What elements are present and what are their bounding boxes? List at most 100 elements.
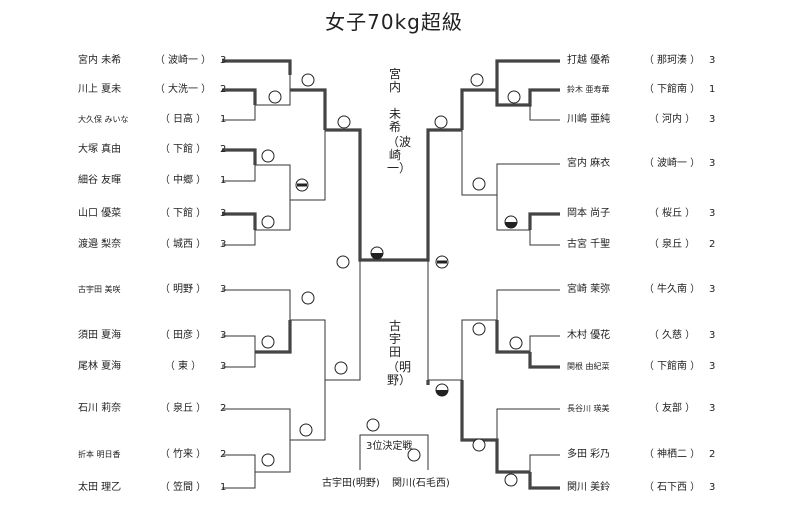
bracket-line [255, 200, 291, 231]
winner-school: （波崎一） [387, 135, 412, 175]
player-name: 長谷川 瑛美 [567, 404, 610, 413]
player-name: 川嶋 亜純 [567, 114, 611, 125]
match-marker [509, 336, 523, 350]
player-name: 山口 優菜 [78, 208, 122, 219]
player-school: （ 下館南 ） [643, 361, 701, 372]
player-seed: 2 [220, 449, 227, 460]
bracket-line [255, 130, 326, 201]
player-seed: 3 [220, 239, 227, 250]
player-name: 川上 夏未 [78, 84, 122, 95]
player-school: （ 下館 ） [159, 144, 207, 155]
bracket-line [529, 454, 560, 472]
page-title: 女子70kg超級 [325, 10, 463, 34]
bracket-line [529, 230, 560, 246]
bracket-line [222, 408, 291, 440]
player-name: 関川 美鈴 [567, 482, 611, 493]
player-seed: 3 [220, 55, 227, 66]
bracket-line [222, 230, 256, 246]
bracket-line [222, 335, 256, 352]
match-marker [470, 73, 484, 87]
bracket-line [427, 260, 560, 381]
left-player-row: 石川 莉奈（ 泉丘 ）2 [78, 403, 226, 415]
player-name: 打越 優希 [567, 55, 611, 66]
bracket-line [495, 320, 530, 354]
player-seed: 3 [709, 114, 716, 125]
bracket-line [222, 352, 256, 368]
player-school: （ 友部 ） [648, 403, 696, 414]
right-player-row: 宮内 麻衣（ 波崎一 ）3 [567, 158, 715, 170]
bracket-line [528, 212, 560, 230]
player-seed: 2 [709, 449, 716, 460]
match-marker [435, 383, 449, 397]
player-school: （ 波崎一 ） [643, 158, 701, 169]
player-name: 岡本 尚子 [567, 208, 611, 219]
player-seed: 1 [709, 84, 716, 95]
right-player-row: 川嶋 亜純（ 河内 ）3 [567, 114, 715, 126]
player-name: 古宇田 美咲 [78, 285, 121, 294]
player-name: 多田 彩乃 [567, 449, 611, 460]
player-school: （ 神栖二 ） [643, 449, 701, 460]
left-player-row: 大久保 みいな（ 日高 ）1 [78, 114, 226, 126]
player-seed: 3 [709, 55, 716, 66]
player-school: （ 久慈 ） [648, 330, 696, 341]
match-marker [407, 448, 421, 462]
player-school: （ 下館 ） [159, 208, 207, 219]
match-marker [261, 215, 275, 229]
player-name: 鈴木 亜寿華 [567, 85, 610, 94]
player-school: （ 城西 ） [159, 239, 207, 250]
player-seed: 3 [220, 330, 227, 341]
right-player-row: 岡本 尚子 （ 桜丘 ） 3 [567, 208, 715, 220]
right-player-row: 関根 由紀菜（ 下館南 ）3 [567, 361, 715, 373]
bracket-line [222, 165, 256, 182]
left-player-row: 大塚 真由（ 下館 ）2 [78, 144, 226, 156]
third-place-left: 古宇田(明野) [322, 478, 380, 489]
player-seed: 3 [709, 208, 716, 219]
bracket-line [528, 472, 560, 490]
bracket-line [222, 105, 256, 121]
player-name: 須田 夏海 [78, 330, 122, 341]
match-marker [507, 90, 521, 104]
player-school: （ 牛久南 ） [643, 284, 701, 295]
match-marker [472, 438, 486, 452]
right-player-row: 木村 優花（ 久慈 ）3 [567, 330, 715, 342]
bracket-line [222, 212, 257, 230]
player-name: 古宮 千聖 [567, 239, 611, 250]
bracket-line [495, 75, 560, 107]
player-school: （ 桜丘 ） [648, 208, 696, 219]
player-name: 大久保 みいな [78, 115, 129, 124]
player-name: 大塚 真由 [78, 144, 122, 155]
bracket-line [255, 380, 326, 473]
runner-up-school: （明野） [387, 360, 412, 387]
player-school: （ 明野 ） [159, 284, 207, 295]
bracket-line [359, 434, 429, 470]
match-marker [366, 418, 380, 432]
match-marker [434, 115, 448, 129]
match-marker [261, 335, 275, 349]
left-player-row: 宮内 未希（ 波崎一 ）3 [78, 55, 226, 67]
left-player-row: 古宇田 美咲（ 明野 ）3 [78, 284, 226, 296]
right-player-row: 宮崎 茉弥（ 牛久南 ）3 [567, 284, 715, 296]
player-school: （ 田彦 ） [159, 330, 207, 341]
match-marker [472, 322, 486, 336]
bracket-line [496, 408, 560, 440]
player-school: （ 大洗一 ） [154, 84, 212, 95]
bracket-line [222, 148, 257, 165]
bracket-line [255, 320, 292, 354]
player-school: （ 那珂湊 ） [643, 55, 701, 66]
match-marker [334, 361, 348, 375]
player-seed: 1 [220, 482, 227, 493]
match-marker [370, 246, 384, 260]
bracket-line [222, 260, 361, 381]
player-name: 石川 莉奈 [78, 403, 122, 414]
player-seed: 2 [220, 403, 227, 414]
match-marker [301, 291, 315, 305]
player-name: 細谷 友暉 [78, 175, 122, 186]
left-player-row: 山口 優菜（ 下館 ）3 [78, 208, 226, 220]
right-player-row: 鈴木 亜寿華（ 下館南 ）1 [567, 84, 715, 96]
match-marker [504, 473, 518, 487]
third-place-label: 3位決定戦 [366, 441, 413, 452]
match-marker [301, 73, 315, 87]
player-school: （ 竹来 ） [159, 449, 207, 460]
player-seed: 3 [709, 158, 716, 169]
